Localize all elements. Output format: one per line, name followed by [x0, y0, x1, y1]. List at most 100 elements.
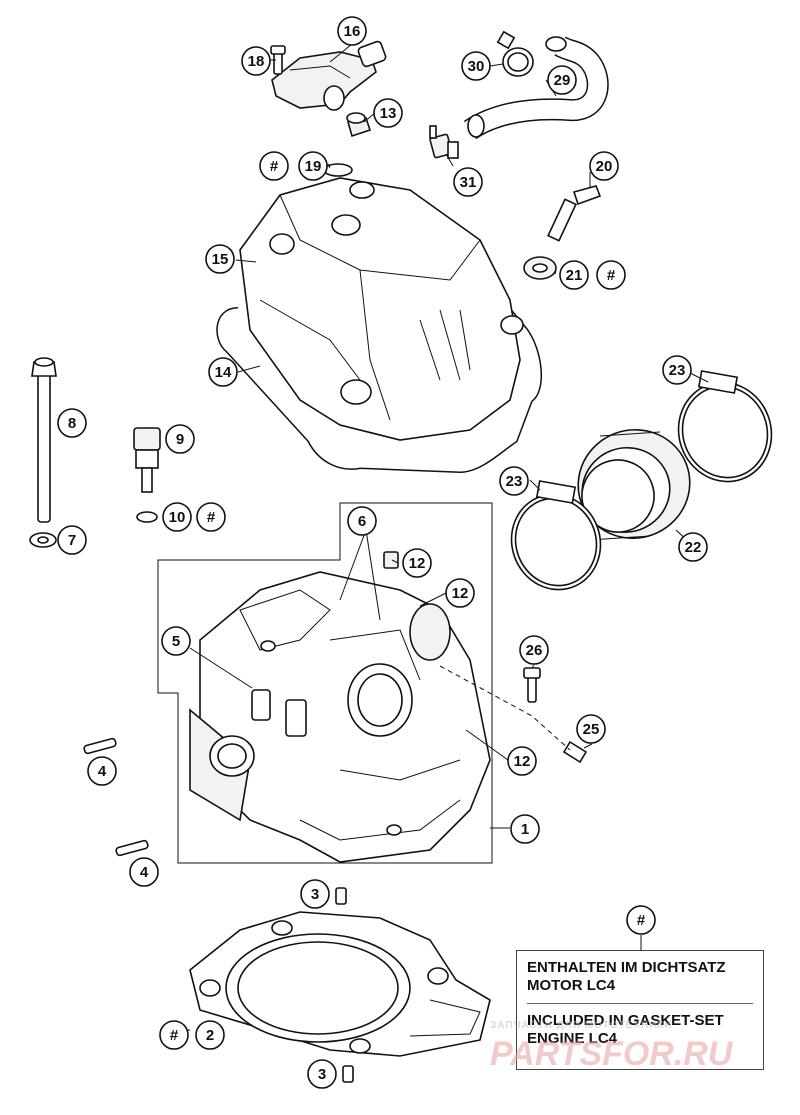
callout-circle [165, 424, 195, 454]
callout-label: 26 [526, 642, 543, 659]
o-ring-19 [323, 163, 353, 177]
callout-c22: 22 [678, 532, 708, 562]
callout-c-hash-19: # [259, 151, 289, 181]
callout-circle [208, 357, 238, 387]
callout-circle [298, 151, 328, 181]
callout-c4a: 4 [87, 756, 117, 786]
callout-c10: 10 [162, 502, 192, 532]
hose-clamp-23-lower [510, 480, 602, 591]
callout-label: 21 [566, 267, 583, 284]
callout-c6: 6 [347, 506, 377, 536]
callout-c3b: 3 [307, 1059, 337, 1089]
callout-label: 12 [452, 585, 469, 602]
callout-c29: 29 [547, 65, 577, 95]
callout-label: 3 [311, 886, 319, 903]
callout-circle [678, 532, 708, 562]
callout-label: 23 [669, 362, 686, 379]
callout-c19: 19 [298, 151, 328, 181]
valve-cover-15 [239, 177, 524, 441]
callout-circle [576, 714, 606, 744]
callout-label: 13 [380, 105, 397, 122]
callout-c-hash-legend: # [626, 905, 656, 935]
callout-label: # [170, 1027, 179, 1044]
hose-clamp-23-upper [677, 370, 773, 483]
callout-circle [129, 857, 159, 887]
callout-label: 8 [68, 415, 76, 432]
callout-c1: 1 [510, 814, 540, 844]
callout-c25: 25 [576, 714, 606, 744]
callout-label: 19 [305, 158, 322, 175]
callout-label: 2 [206, 1027, 214, 1044]
callout-c3a: 3 [300, 879, 330, 909]
callout-circle [402, 548, 432, 578]
callout-circle [241, 46, 271, 76]
callout-circle [196, 502, 226, 532]
callout-label: 22 [685, 539, 702, 556]
callout-circle [589, 151, 619, 181]
cylinder-head-group-outline [157, 502, 493, 864]
callout-circle [307, 1059, 337, 1089]
callout-circle [87, 756, 117, 786]
callout-c5: 5 [161, 626, 191, 656]
bolt-26 [523, 667, 541, 703]
callout-label: 4 [98, 763, 107, 780]
legend-german-line-1: ENTHALTEN IM DICHTSATZ [527, 959, 726, 976]
callout-circle [259, 151, 289, 181]
callout-circle [195, 1020, 225, 1050]
callout-circle [162, 502, 192, 532]
cylinder-head-1 [189, 571, 491, 863]
callout-c15: 15 [205, 244, 235, 274]
callout-c26: 26 [519, 635, 549, 665]
screw-18 [270, 45, 286, 75]
legend-english-line-2: ENGINE LC4 [527, 1030, 618, 1047]
assembly-path-dashed [439, 665, 571, 751]
callout-c16: 16 [337, 16, 367, 46]
callout-c21: 21 [559, 260, 589, 290]
callout-c-hash-21: # [596, 260, 626, 290]
callout-c12c: 12 [507, 746, 537, 776]
callout-c-hash-10: # [196, 502, 226, 532]
callout-circle [461, 51, 491, 81]
dowel-pin-4-upper [83, 737, 117, 755]
callout-c4b: 4 [129, 857, 159, 887]
legend-english-line-1: INCLUDED IN GASKET-SET [527, 1012, 724, 1029]
gasket-set-legend: ENTHALTEN IM DICHTSATZ MOTOR LC4 INCLUDE… [516, 950, 764, 1070]
callout-c23a: 23 [662, 355, 692, 385]
bolt-20 [547, 185, 602, 242]
callout-label: 6 [358, 513, 366, 530]
callout-circle [519, 635, 549, 665]
callout-label: 9 [176, 431, 184, 448]
callout-c18: 18 [241, 46, 271, 76]
callout-circle [662, 355, 692, 385]
callout-label: 3 [318, 1066, 326, 1083]
callout-c31: 31 [453, 167, 483, 197]
callout-label: 31 [460, 174, 477, 191]
callout-label: 20 [596, 158, 613, 175]
callout-circle [57, 525, 87, 555]
o-ring-10 [136, 511, 158, 523]
callout-label: 10 [169, 509, 186, 526]
callout-c14: 14 [208, 357, 238, 387]
plug-12-top [383, 551, 399, 569]
legend-divider [527, 1003, 753, 1004]
callout-circle [337, 16, 367, 46]
hose-clamp-30 [496, 30, 534, 77]
callout-c12b: 12 [445, 578, 475, 608]
callout-label: 14 [215, 364, 232, 381]
callout-circle [445, 578, 475, 608]
callout-label: # [270, 158, 279, 175]
callout-c13: 13 [373, 98, 403, 128]
legend-german-line-2: MOTOR LC4 [527, 977, 616, 994]
head-gasket-2 [189, 911, 491, 1057]
callout-label: 30 [468, 58, 485, 75]
callout-label: 12 [409, 555, 426, 572]
callout-circle [453, 167, 483, 197]
stud-bolt-8 [31, 357, 57, 523]
pin-3-lower [342, 1065, 354, 1083]
callout-c20: 20 [589, 151, 619, 181]
nipple-25 [562, 740, 593, 764]
callout-c12a: 12 [402, 548, 432, 578]
sensor-31 [429, 125, 459, 159]
callout-label: 7 [68, 532, 76, 549]
